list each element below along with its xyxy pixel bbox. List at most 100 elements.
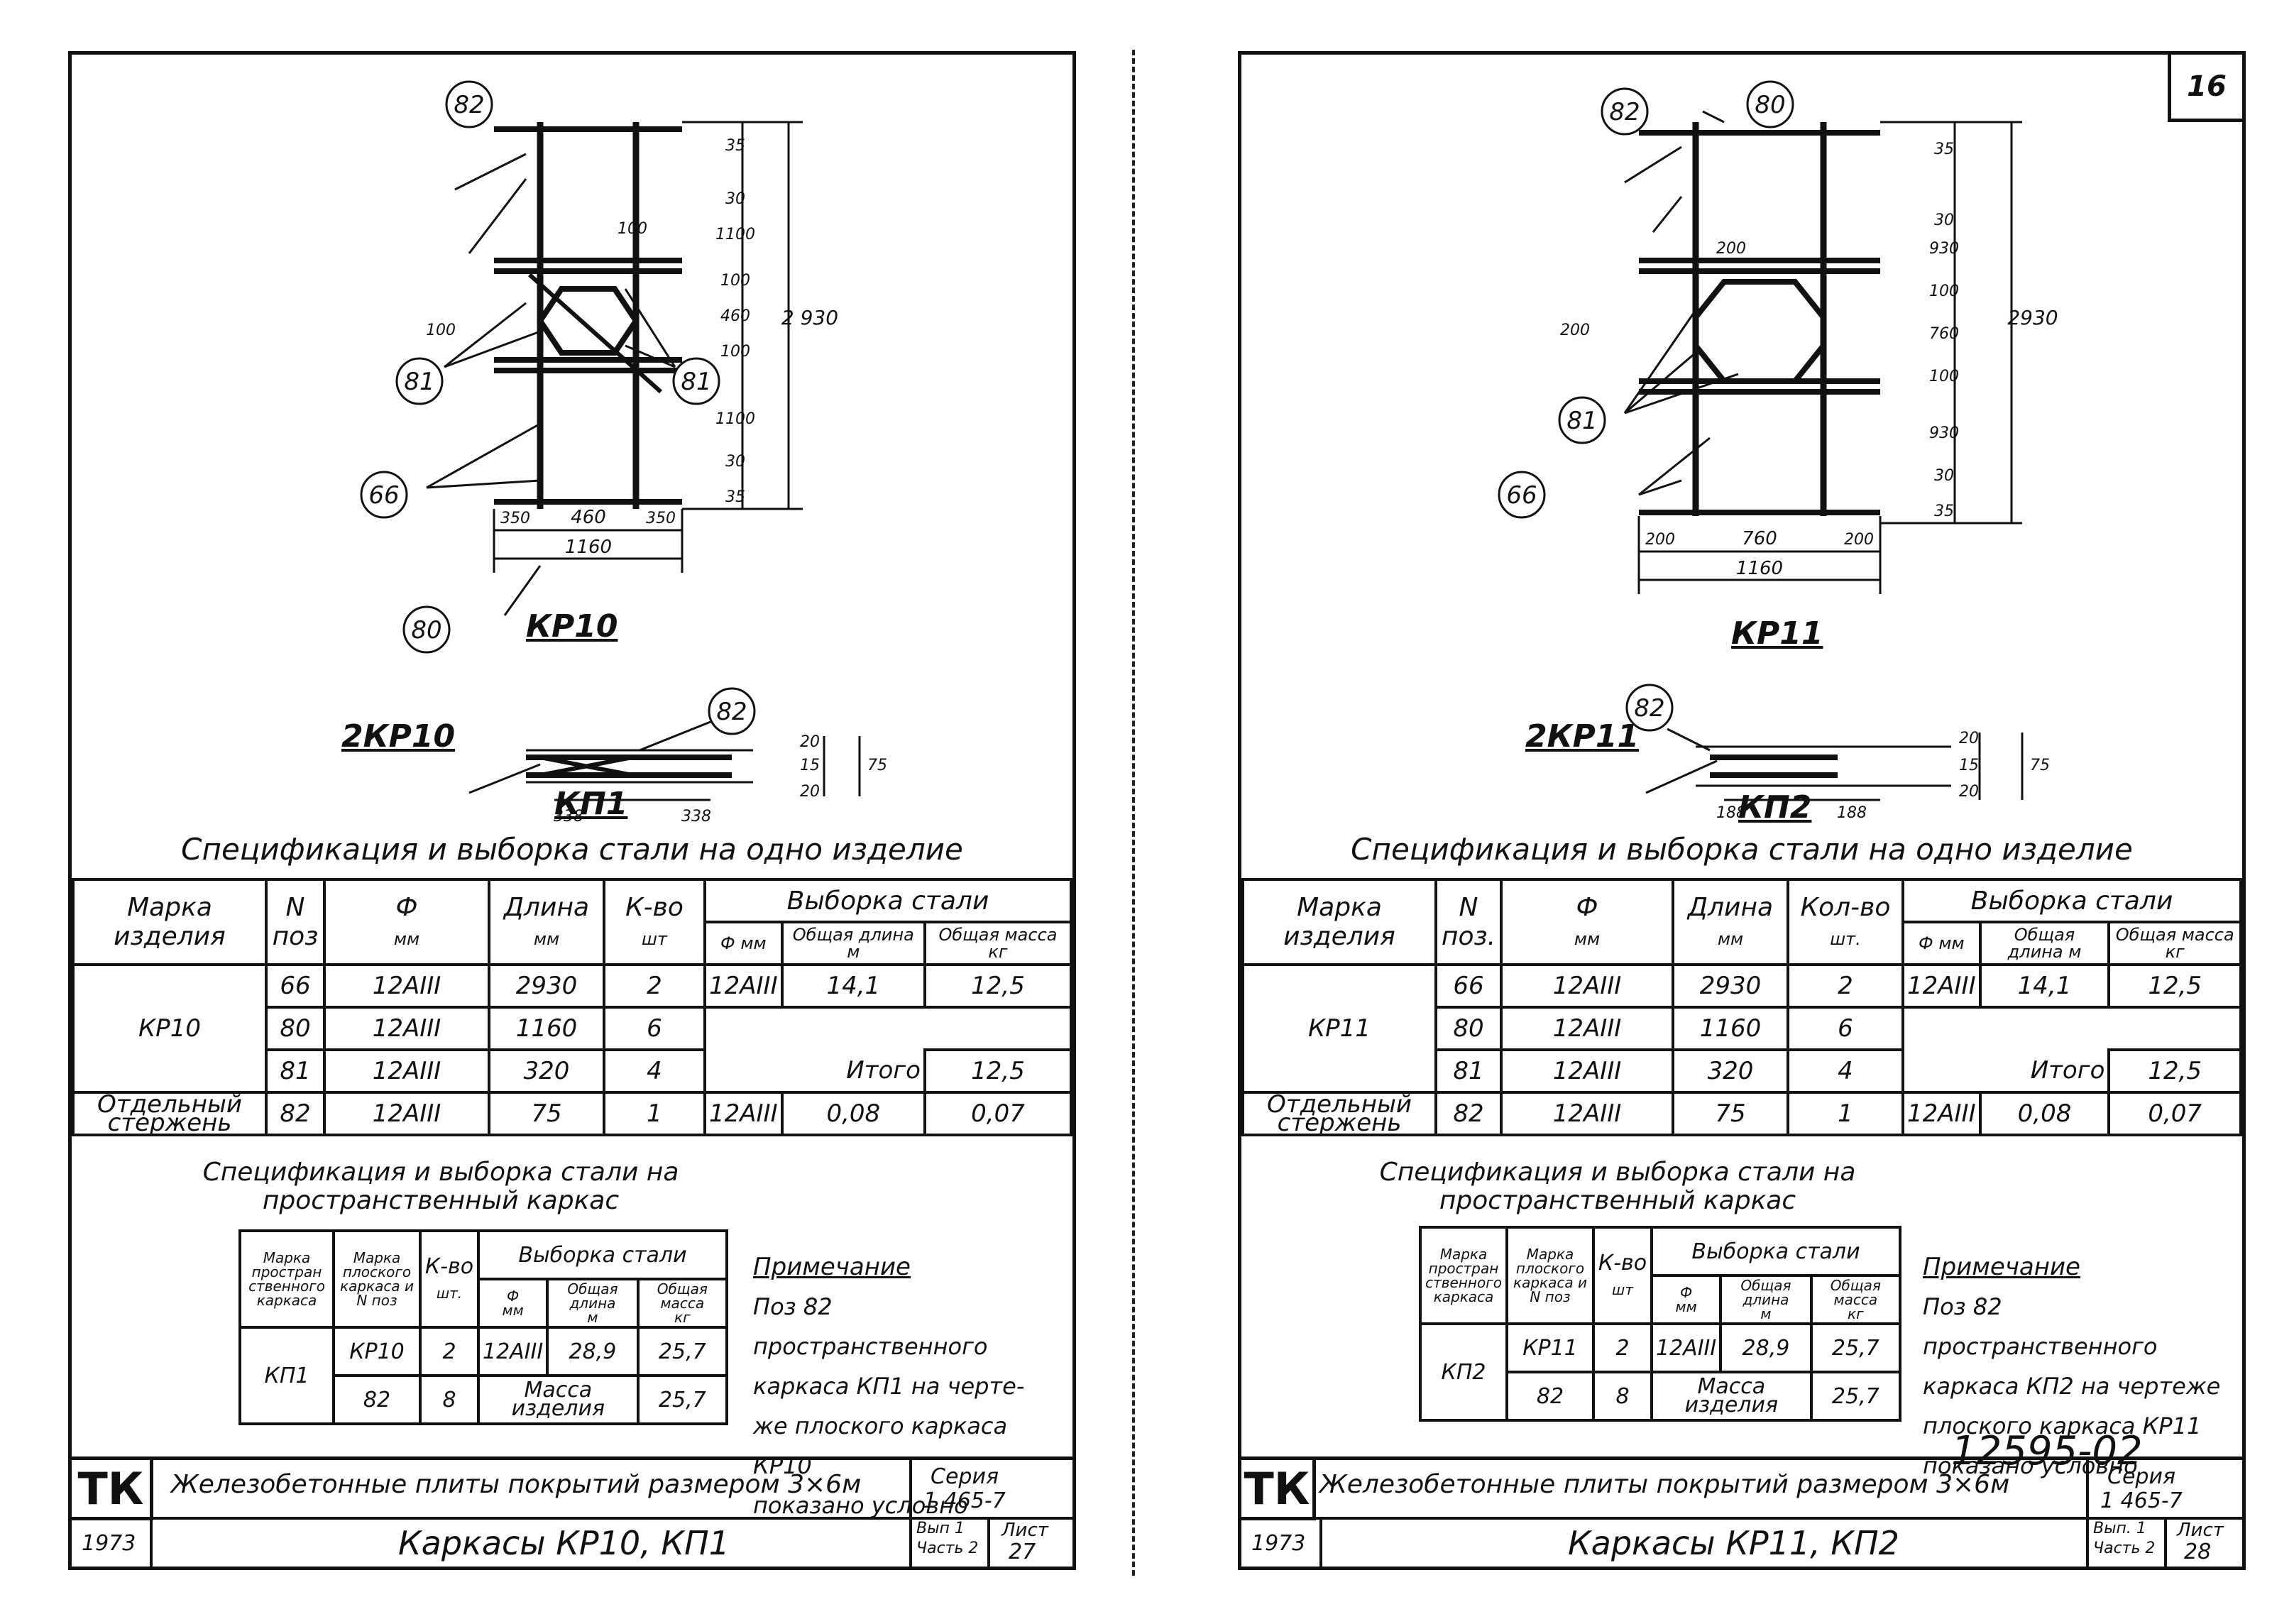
dim-label: 35 [1934, 141, 1954, 158]
col-qty-label: К-во [1598, 1251, 1647, 1275]
cell-pos: 80 [265, 1006, 326, 1051]
cell-pos: 82 [1434, 1091, 1503, 1136]
col-d-label: Ф [1680, 1284, 1693, 1301]
col-qty-unit: шт [1612, 1281, 1633, 1298]
rebar-drawing-right: 82 80 81 66 82 200 200 35 30 930 100 760… [1498, 80, 2058, 822]
dim-label: 100 [618, 220, 647, 238]
col-sel-diam: Ф мм [703, 921, 784, 966]
cell-total: 12,5 [2107, 1048, 2242, 1094]
document-number: 12595-02 [1951, 1428, 2143, 1474]
cell-pos: 81 [265, 1048, 326, 1094]
sheet-number: 27 [1009, 1540, 1036, 1564]
rebar-drawing-left: 82 81 81 66 80 82 100 100 35 30 1100 100… [360, 80, 887, 825]
sheet-name: Каркасы КР10, КП1 [398, 1524, 730, 1562]
cell-pos: 80 [1434, 1006, 1503, 1051]
dim-label: 15 [1959, 757, 1979, 774]
col-mass-label: Общая масса [1830, 1277, 1881, 1308]
mark-82: 82 [1634, 694, 1664, 723]
cell-diam: 12АIII [1500, 1091, 1674, 1136]
title-block: ТК Железобетонные плиты покрытий размеро… [72, 1456, 1072, 1567]
dim-label: 35 [725, 137, 745, 155]
col-diam-label: Ф [395, 893, 418, 922]
table-row: 82 8 Масса изделия 25,7 [1420, 1371, 1902, 1422]
col-len-unit: м [1760, 1305, 1772, 1322]
mark-80: 80 [411, 616, 441, 644]
dim-label: 460 [720, 307, 750, 325]
col-diam-label: Ф [1576, 893, 1598, 922]
cell-sel-mass: 0,07 [923, 1091, 1073, 1136]
cell-diam: 12АIII [1500, 963, 1674, 1009]
dim-label: 75 [867, 757, 887, 774]
sheet-label: Лист [1001, 1520, 1048, 1541]
cell-sel-diam: 12АIII [703, 963, 784, 1009]
note-line: Поз 82 пространственного [1923, 1293, 2158, 1360]
year: 1973 [82, 1531, 136, 1556]
cell-qty: 1 [1787, 1091, 1904, 1136]
spec2-title: Спецификация и выборка стали на простран… [1379, 1158, 1856, 1215]
table-row: Отдельный стержень 82 12АIII 75 1 12АIII… [72, 1091, 1073, 1136]
spec2-table: Марка простран ственного каркаса Марка п… [238, 1229, 729, 1425]
year: 1973 [1251, 1531, 1306, 1556]
drawing-sheet-left: 82 81 81 66 80 82 100 100 35 30 1100 100… [68, 51, 1076, 1570]
dim-label: 35 [1934, 503, 1954, 520]
note-title: Примечание [1923, 1253, 2080, 1281]
dim-label: 2930 [2007, 306, 2058, 329]
col-qty-label: К-во [424, 1254, 474, 1279]
col-sel-mass: Общая масса кг [923, 921, 1073, 966]
drawing-sheet-right: 16 [1238, 51, 2246, 1570]
cell-qty: 2 [603, 963, 706, 1009]
dim-label: 30 [1934, 212, 1954, 229]
dim-label: 1160 [1736, 558, 1783, 579]
col-qty-label: Кол-во [1800, 893, 1891, 922]
col-qty-unit: шт. [436, 1285, 463, 1302]
cell-diam: 12АIII [323, 1006, 490, 1051]
col-mark: Марка простран ственного каркаса [1419, 1226, 1508, 1325]
col-selection: Выборка стали [703, 878, 1072, 923]
cell-qty: 2 [419, 1326, 480, 1377]
cell-length: 320 [1672, 1048, 1789, 1094]
spec2-table: Марка простран ственного каркаса Марка п… [1419, 1226, 1902, 1422]
col-length-label: Длина [1687, 893, 1774, 922]
org-code: ТК [1241, 1460, 1316, 1520]
dim-label: 30 [725, 453, 745, 471]
cell-mark: КП1 [238, 1326, 335, 1425]
cell-qty: 8 [1592, 1371, 1653, 1422]
mark-81: 81 [681, 368, 711, 396]
cell-mark: КП2 [1419, 1322, 1508, 1422]
col-selection: Выборка стали [477, 1229, 728, 1280]
cell-sel-mass: 12,5 [2107, 963, 2242, 1009]
col-qty-label: К-во [625, 893, 684, 922]
series-label: Серия [931, 1464, 999, 1489]
dim-label: 20 [1959, 730, 1979, 747]
table-row: 80 12АIII 1160 6 [1243, 1006, 2242, 1051]
note-title: Примечание [753, 1253, 911, 1281]
dim-label: 188 [1837, 804, 1867, 822]
col-len-label: Общая длина [1740, 1277, 1791, 1308]
col-sel-diam: Ф мм [1901, 921, 1982, 966]
col-mark: Марка изделия [72, 878, 268, 966]
cell-mass-label: Масса изделия [1650, 1371, 1813, 1422]
spec2-title: Спецификация и выборка стали на простран… [202, 1158, 679, 1215]
table-row: КР11 66 12АIII 2930 2 12АIII 14,1 12,5 [1241, 963, 2242, 1094]
dim-label: 100 [720, 343, 750, 361]
dim-label: 15 [800, 757, 820, 774]
col-length-unit: мм [533, 929, 560, 949]
col-qty: К-во шт. [419, 1229, 480, 1329]
cell-sel-length: 14,1 [780, 963, 926, 1009]
dim-label: 1100 [715, 410, 755, 428]
dim-label: 35 [725, 488, 745, 506]
dim-label: 200 [1645, 531, 1675, 549]
cell-qty: 1 [603, 1091, 706, 1136]
cell-pos: 66 [1434, 963, 1503, 1009]
table-row: 81 12АIII 320 4 Итого 12,5 [73, 1048, 1073, 1094]
col-diam-unit: мм [393, 929, 420, 949]
cell-len: 28,9 [1719, 1322, 1813, 1373]
